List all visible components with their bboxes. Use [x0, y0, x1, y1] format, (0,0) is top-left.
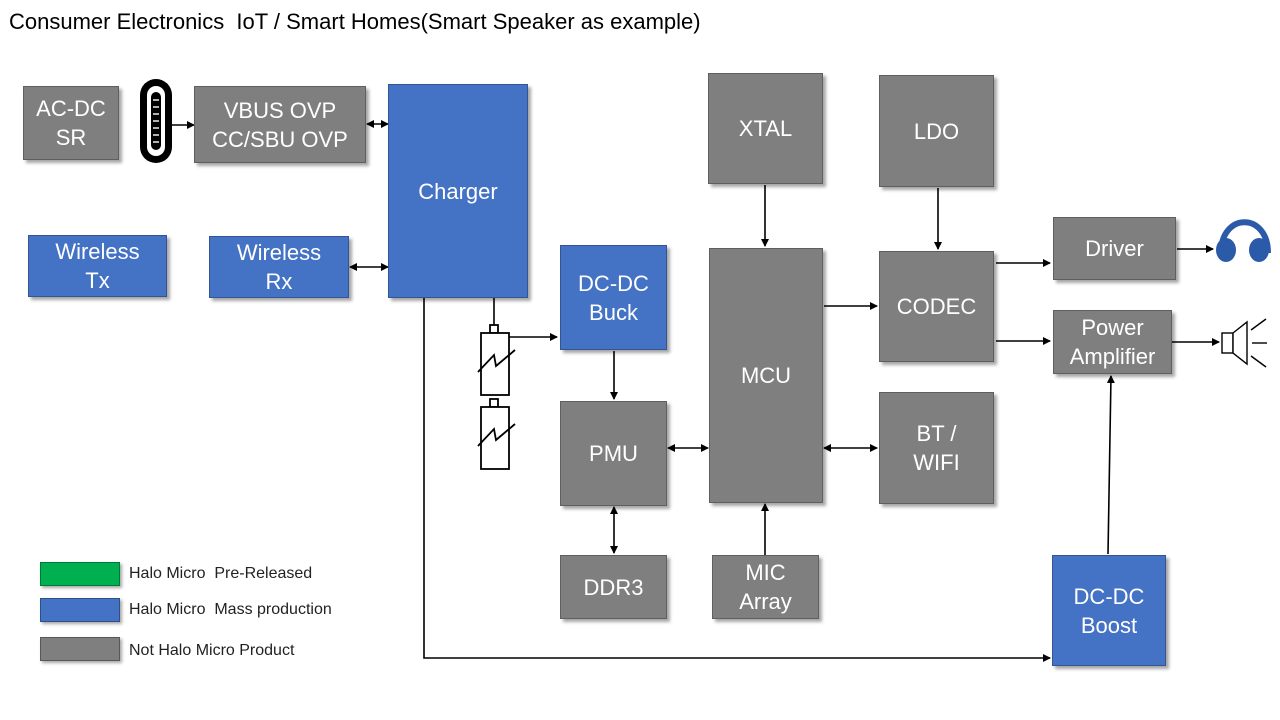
charger-boost-wire — [423, 298, 1051, 662]
ldo-block: LDO — [879, 75, 994, 187]
legend-label-pre-released: Halo Micro Pre-Released — [129, 565, 313, 582]
wireless-tx-block: Wireless Tx — [28, 235, 167, 297]
bt-wifi-block: BT / WIFI — [879, 392, 994, 504]
codec-block: CODEC — [879, 251, 994, 362]
power-amplifier-block: Power Amplifier — [1053, 310, 1172, 374]
dc-dc-boost-block: DC-DC Boost — [1052, 555, 1166, 666]
battery-icon — [477, 398, 516, 470]
usb-c-port-icon — [140, 79, 172, 163]
ac-dc-sr-block: AC-DC SR — [23, 86, 119, 160]
legend-swatch-not-halo — [40, 637, 120, 661]
battery-icon — [477, 324, 516, 396]
legend-swatch-mass-production — [40, 598, 120, 622]
mcu-block: MCU — [709, 248, 823, 503]
legend-label-mass-production: Halo Micro Mass production — [129, 601, 332, 618]
xtal-block: XTAL — [708, 73, 823, 184]
charger-block: Charger — [388, 84, 528, 298]
ddr3-block: DDR3 — [560, 555, 667, 619]
mic-array-block: MIC Array — [712, 555, 819, 619]
page-title: Consumer Electronics IoT / Smart Homes(S… — [9, 9, 701, 34]
wireless-rx-block: Wireless Rx — [209, 236, 349, 298]
headphones-icon — [1216, 219, 1271, 262]
driver-block: Driver — [1053, 217, 1176, 280]
legend-label-not-halo: Not Halo Micro Product — [129, 642, 295, 659]
pmu-block: PMU — [560, 401, 667, 506]
speaker-icon — [1221, 318, 1267, 368]
legend-swatch-pre-released — [40, 562, 120, 586]
vbus-ovp-block: VBUS OVP CC/SBU OVP — [194, 86, 366, 163]
boost-pa-arrow — [1106, 375, 1115, 555]
charger-battery-wire — [493, 298, 558, 341]
dc-dc-buck-block: DC-DC Buck — [560, 245, 667, 350]
